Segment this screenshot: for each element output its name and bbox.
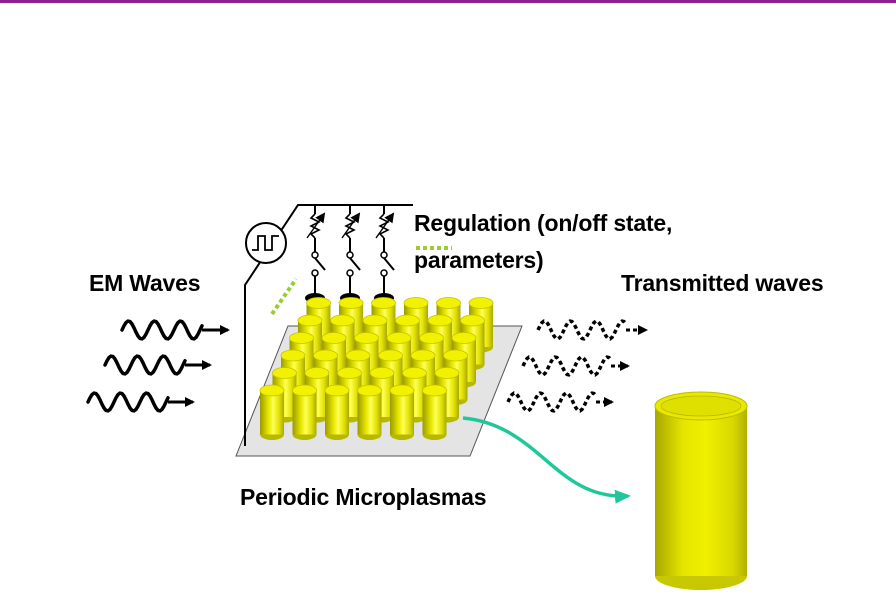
wave-arrow-icon <box>103 354 212 376</box>
zoom-connector-arrow <box>462 416 631 504</box>
wave-arrow-icon <box>120 319 230 341</box>
electrode-branch-1 <box>305 205 326 303</box>
electrode-branch-2 <box>340 205 361 303</box>
transmitted-waves-label: Transmitted waves <box>621 270 824 296</box>
microplasma-cylinder <box>357 384 382 440</box>
microplasma-cylinder <box>259 384 285 440</box>
regulation-label-line2: parameters) <box>414 247 544 273</box>
regulation-label-line1: Regulation (on/off state, <box>414 210 673 236</box>
microplasma-array <box>259 297 494 440</box>
switch-icon <box>380 251 395 277</box>
switch-icon <box>311 251 326 277</box>
switch-icon <box>346 251 361 277</box>
wave-arrow-icon <box>521 355 630 377</box>
wave-arrow-icon <box>536 319 648 341</box>
microplasma-cylinder <box>324 384 350 440</box>
variable-resistor-icon <box>378 213 390 239</box>
microplasma-cylinder <box>389 384 415 440</box>
periodic-microplasmas-label: Periodic Microplasmas <box>240 484 487 510</box>
variable-resistor-icon <box>344 213 356 239</box>
incoming-waves <box>86 319 230 413</box>
wave-arrow-icon <box>506 391 614 413</box>
electrode-branch-3 <box>374 205 395 303</box>
square-wave-source-icon <box>245 222 287 264</box>
single-microplasma-enlarged <box>654 391 748 590</box>
transmitted-waves <box>506 319 648 413</box>
microplasma-cylinder <box>292 384 317 440</box>
microplasma-cylinder <box>422 384 447 440</box>
wave-arrow-icon <box>86 391 195 413</box>
regulation-indicator-dash <box>270 277 298 316</box>
variable-resistor-icon <box>309 213 321 239</box>
electrode-branches <box>305 205 395 303</box>
title-rule <box>0 0 896 3</box>
em-waves-label: EM Waves <box>89 270 201 296</box>
